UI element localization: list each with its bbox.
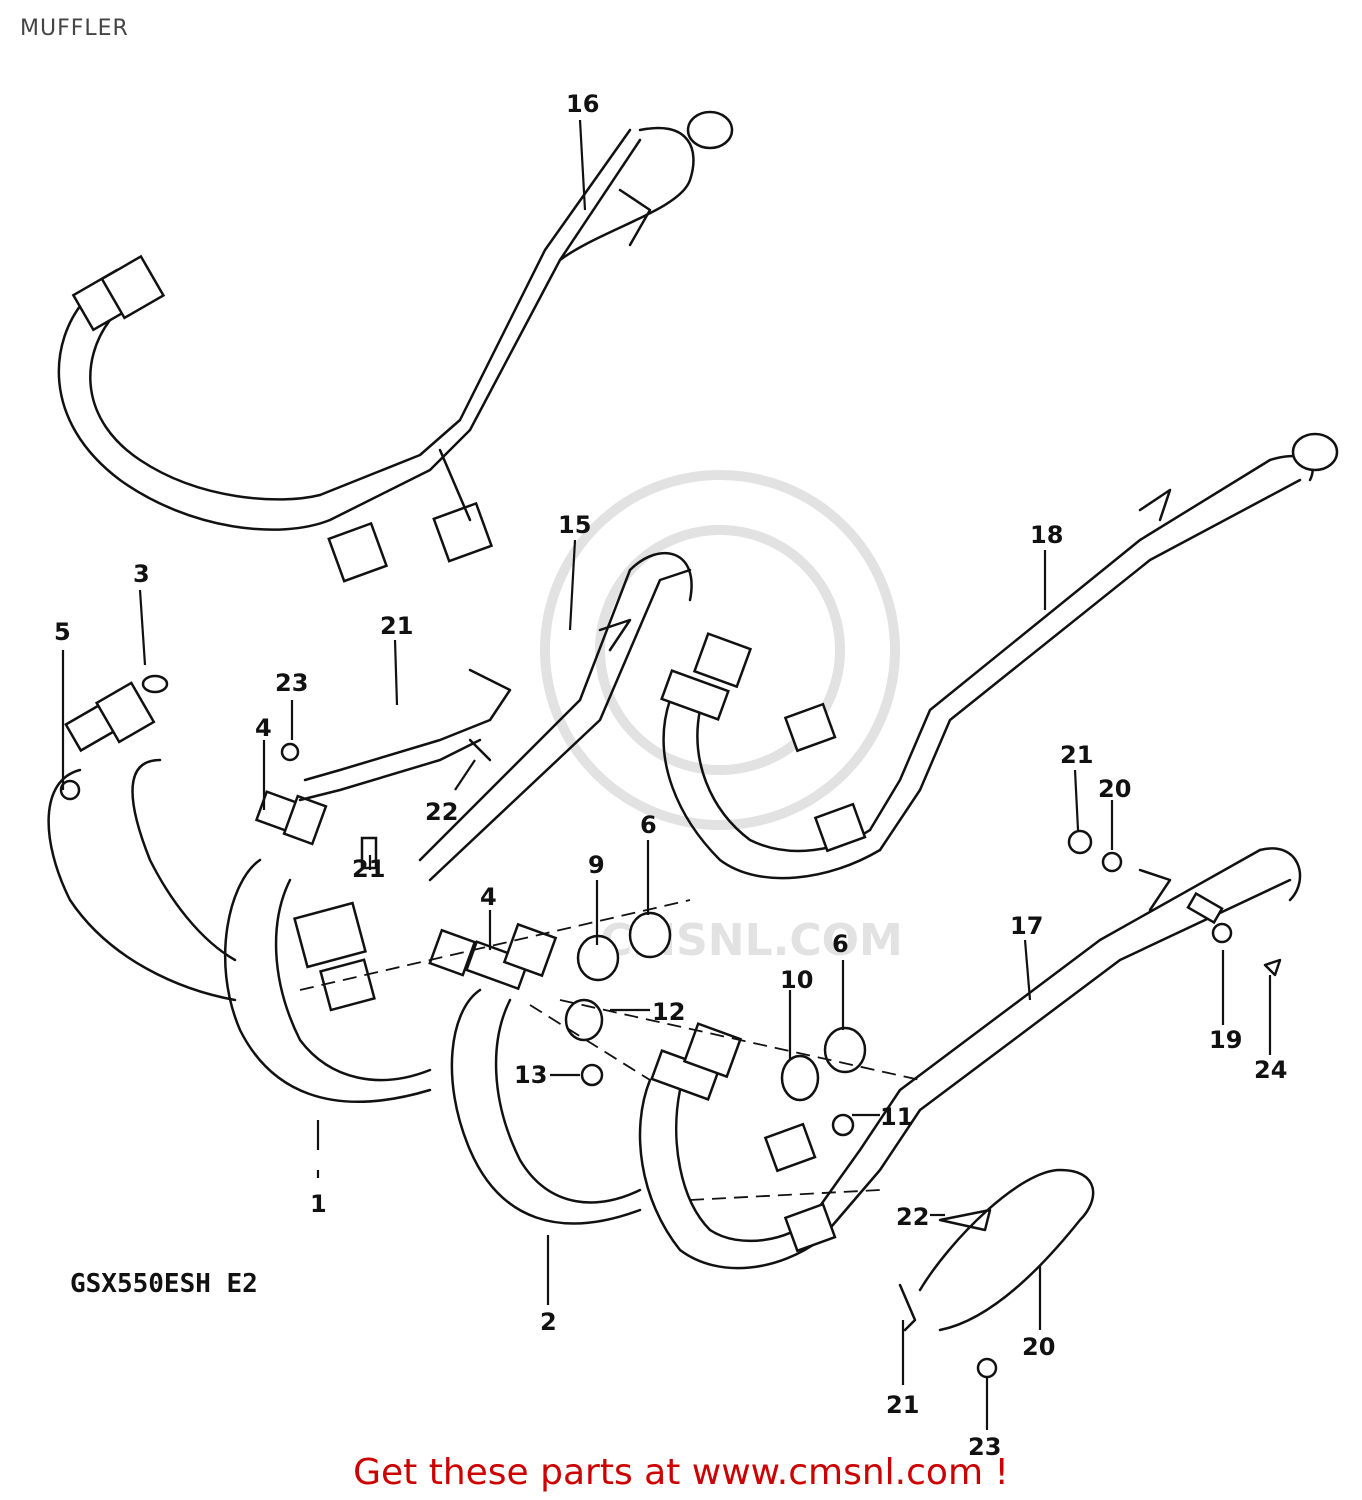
leader-lines [61, 119, 1272, 1430]
upper-muffler-assembly [57, 110, 734, 583]
callout-21-upper: 21 [352, 855, 385, 883]
callout-3: 3 [133, 560, 150, 588]
callout-6-lower: 6 [832, 930, 849, 958]
callout-16: 19 [1209, 1026, 1242, 1054]
right-lower-muffler [638, 829, 1302, 1270]
callout-17: 20 [1098, 775, 1131, 803]
callout-4-middle: 4 [480, 883, 497, 911]
callout-19: 21 [380, 612, 413, 640]
callout-22-lower: 22 [896, 1203, 929, 1231]
middle-muffler-assembly [47, 552, 693, 1103]
callout-15: 18 [1030, 521, 1063, 549]
callout-22-upper: 22 [425, 798, 458, 826]
callout-9: 11 [880, 1103, 913, 1131]
callout-24: 24 [1254, 1056, 1287, 1084]
callout-8: 10 [780, 966, 813, 994]
callout-1: 1 [310, 1190, 327, 1218]
model-code: GSX550ESH E2 [70, 1269, 258, 1299]
callout-23-upper: 23 [275, 669, 308, 697]
callout-18: 21 [1060, 741, 1093, 769]
callout-2: 2 [540, 1308, 557, 1336]
callout-21-lower: 21 [886, 1391, 919, 1419]
callout-14: 17 [1010, 912, 1043, 940]
callout-12: 15 [558, 511, 591, 539]
callout-7: 9 [588, 851, 605, 879]
callout-6-upper: 6 [640, 811, 657, 839]
callout-13: 16 [566, 90, 599, 118]
hardware [564, 911, 1095, 1379]
right-upper-muffler [660, 432, 1339, 880]
pipe-assembly-2 [428, 922, 642, 1225]
callout-23-lower: 23 [968, 1433, 1001, 1461]
callout-11: 13 [514, 1061, 547, 1089]
callout-5: 5 [54, 618, 71, 646]
callout-4-left: 4 [255, 714, 272, 742]
callout-numbers: 16 15 18 3 5 21 23 4 21 22 4 9 6 21 20 1… [54, 90, 1287, 1461]
callout-20: 20 [1022, 1333, 1055, 1361]
page-title: MUFFLER [20, 16, 129, 41]
footer-link-text[interactable]: Get these parts at www.cmsnl.com ! [353, 1452, 1009, 1493]
callout-10: 12 [652, 998, 685, 1026]
reference-lines [299, 899, 921, 1201]
